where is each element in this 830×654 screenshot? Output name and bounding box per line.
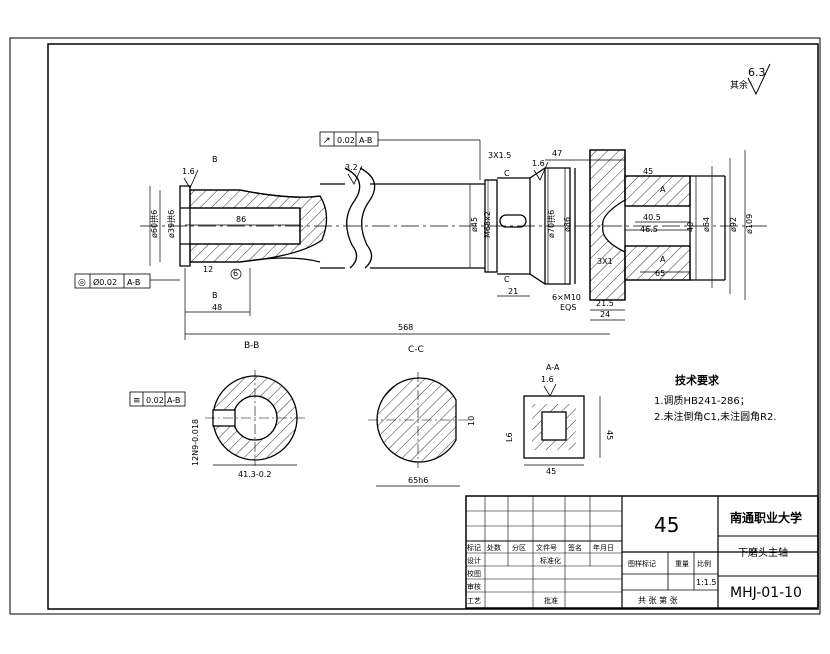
svg-text:ø39拱6: ø39拱6 [166, 210, 176, 238]
svg-text:12N9-0.018: 12N9-0.018 [191, 419, 200, 466]
svg-text:C: C [504, 169, 510, 178]
svg-text:A: A [660, 255, 666, 264]
svg-text:12: 12 [203, 265, 213, 274]
svg-text:1:1.5: 1:1.5 [696, 578, 717, 587]
svg-text:EQS: EQS [560, 303, 576, 312]
roughness-general: 其余 6.3 [730, 63, 771, 96]
svg-text:校图: 校图 [467, 569, 481, 578]
svg-text:45: 45 [643, 167, 653, 176]
svg-text:47: 47 [552, 149, 562, 158]
svg-text:A-B: A-B [127, 278, 140, 287]
svg-text:工艺: 工艺 [467, 597, 481, 605]
svg-text:3X1: 3X1 [597, 257, 613, 266]
svg-text:6: 6 [233, 269, 238, 278]
title-block [465, 495, 819, 609]
inner-border [47, 43, 819, 610]
svg-text:ø60拱6: ø60拱6 [149, 210, 159, 238]
svg-text:10: 10 [467, 416, 476, 426]
main-dimensions [149, 139, 746, 340]
svg-text:审核: 审核 [467, 582, 481, 591]
svg-text:A: A [660, 185, 666, 194]
svg-text:B: B [212, 291, 218, 300]
svg-text:L6: L6 [505, 432, 514, 442]
svg-text:B: B [212, 155, 218, 164]
svg-text:1.6: 1.6 [182, 167, 195, 176]
svg-text:◎: ◎ [78, 278, 86, 288]
gdt-frame-top: ↗ 0.02 A-B [319, 131, 379, 147]
svg-text:1.调质HB241-286；: 1.调质HB241-286； [654, 395, 750, 407]
svg-text:重量: 重量 [675, 560, 689, 568]
svg-text:568: 568 [398, 323, 413, 332]
svg-text:ø86: ø86 [563, 217, 572, 232]
svg-text:3.2: 3.2 [345, 163, 358, 172]
svg-text:ø92: ø92 [729, 217, 738, 232]
svg-text:86: 86 [236, 215, 246, 224]
svg-text:MHJ-01-10: MHJ-01-10 [730, 585, 802, 601]
svg-text:M68x2: M68x2 [483, 211, 492, 238]
svg-text:B-B: B-B [244, 341, 259, 351]
svg-text:处数: 处数 [487, 543, 501, 552]
svg-text:文件号: 文件号 [536, 543, 557, 552]
svg-text:45: 45 [605, 430, 614, 440]
gdt-frame-left: ◎ Ø0.02 A-B [74, 273, 151, 289]
svg-text:设计: 设计 [467, 556, 481, 565]
svg-text:分区: 分区 [512, 543, 526, 552]
svg-text:批准: 批准 [544, 596, 558, 605]
outer-border [9, 37, 821, 615]
svg-text:ø64: ø64 [702, 217, 711, 232]
svg-text:40: 40 [686, 222, 695, 232]
svg-text:40.5: 40.5 [643, 213, 661, 222]
main-view-labels: 1.6 3.2 1.6 B B C C A A 86 48 568 12 3X1… [149, 149, 754, 332]
svg-text:下磨头主轴: 下磨头主轴 [738, 546, 788, 559]
svg-text:A-A: A-A [546, 363, 560, 372]
svg-text:年月日: 年月日 [593, 543, 614, 552]
svg-text:签名: 签名 [568, 543, 582, 552]
title-block-text: 45 南通职业大学 下磨头主轴 MHJ-01-10 1:1.5 图样标记 重量 … [467, 510, 802, 605]
svg-text:65: 65 [655, 269, 665, 278]
section-aa: A-A 1.6 45 45 L6 [505, 363, 614, 476]
svg-text:24: 24 [600, 310, 610, 319]
svg-text:↗: ↗ [323, 136, 331, 146]
svg-text:A-B: A-B [359, 136, 372, 145]
svg-text:2.未注倒角C1,未注圆角R2.: 2.未注倒角C1,未注圆角R2. [654, 410, 777, 423]
svg-text:≡: ≡ [133, 396, 141, 406]
svg-text:6.3: 6.3 [748, 66, 766, 79]
svg-text:1.6: 1.6 [541, 375, 554, 384]
svg-text:C: C [504, 275, 510, 284]
svg-text:技术要求: 技术要求 [675, 373, 720, 387]
svg-text:其余: 其余 [730, 79, 748, 91]
svg-text:41.3-0.2: 41.3-0.2 [238, 470, 271, 479]
svg-text:南通职业大学: 南通职业大学 [730, 510, 802, 525]
svg-text:共 张 第 张: 共 张 第 张 [638, 595, 678, 605]
svg-text:6×M10: 6×M10 [552, 293, 581, 302]
svg-text:Ø0.02: Ø0.02 [93, 277, 117, 287]
section-bb: B-B 41.3-0.2 12N9-0.018 ≡ 0.02 A-B [129, 341, 305, 479]
svg-text:标准化: 标准化 [540, 556, 561, 565]
svg-text:比例: 比例 [697, 559, 711, 568]
svg-text:C-C: C-C [408, 345, 424, 355]
svg-text:21: 21 [508, 287, 518, 296]
svg-text:0.02: 0.02 [146, 396, 164, 405]
svg-text:ø45: ø45 [470, 217, 479, 232]
svg-text:48: 48 [212, 303, 222, 312]
svg-text:65h6: 65h6 [408, 476, 428, 485]
svg-text:45: 45 [654, 513, 679, 537]
technical-notes: 技术要求 1.调质HB241-286； 2.未注倒角C1,未注圆角R2. [654, 373, 777, 423]
svg-text:21.5: 21.5 [596, 299, 614, 308]
svg-text:1.6: 1.6 [532, 159, 545, 168]
svg-text:A-B: A-B [167, 396, 180, 405]
svg-text:ø109: ø109 [745, 214, 754, 234]
svg-text:0.02: 0.02 [337, 136, 355, 145]
section-cc: C-C 65h6 10 [368, 345, 476, 487]
svg-text:45: 45 [546, 467, 556, 476]
svg-text:图样标记: 图样标记 [628, 559, 656, 568]
svg-text:标记: 标记 [467, 543, 481, 552]
svg-text:ø70拱6: ø70拱6 [546, 210, 556, 238]
svg-text:46.5: 46.5 [640, 225, 658, 234]
shaft-main-view [140, 149, 770, 301]
svg-text:3X1.5: 3X1.5 [488, 151, 511, 160]
